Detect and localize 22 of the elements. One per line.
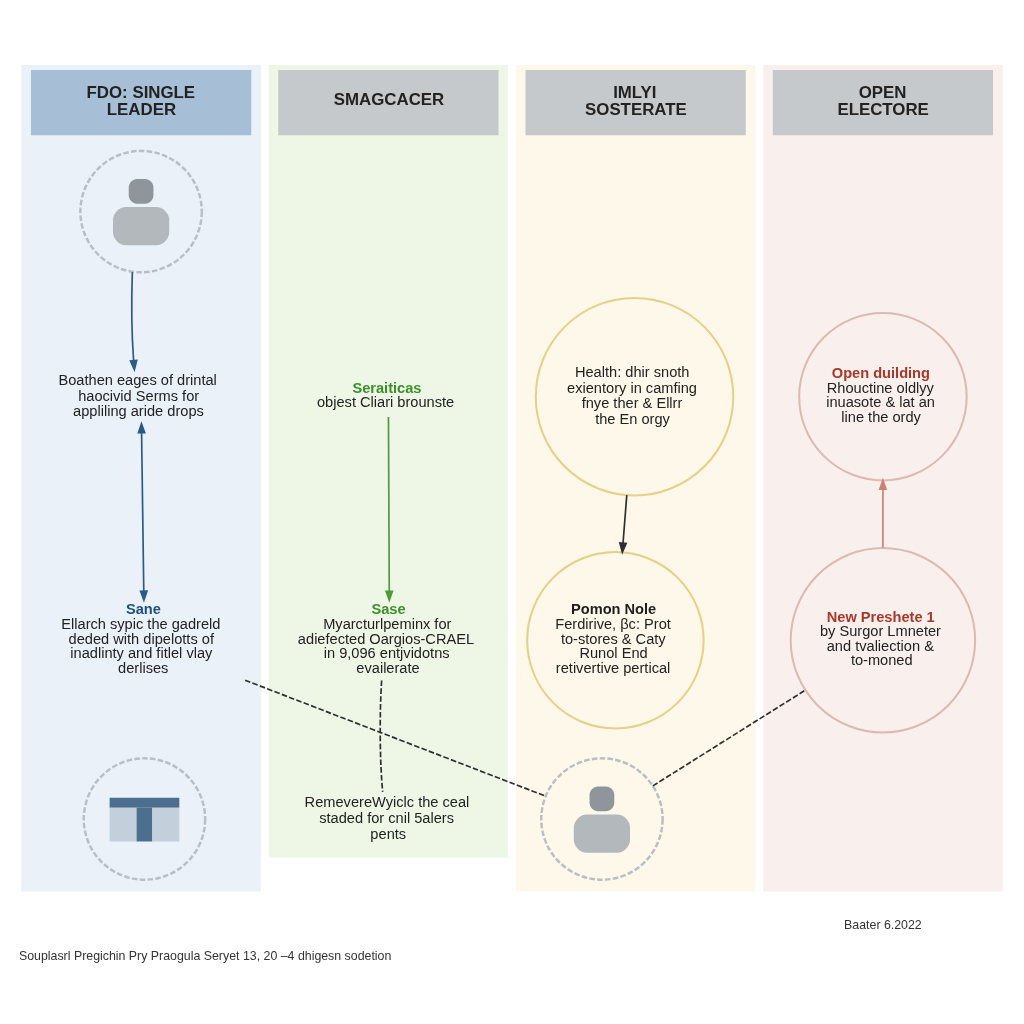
arrow: [137, 420, 149, 603]
connector: [244, 678, 547, 797]
node-picture: [82, 756, 207, 881]
node-text: Seraiticas objest Cliari brounste: [316, 379, 455, 410]
node-circle: Open duilding Rhouctine oldlyy inuasote & lat an line the ordy: [798, 311, 968, 481]
connector: [379, 679, 384, 793]
caption: Souplasrl Pregichin Pry Praogula Seryet 13, 20 –4 dhigesn sodetion: [18, 948, 392, 963]
arrow: [878, 477, 888, 549]
arrow: [129, 270, 138, 372]
label: Baater 6.2022: [844, 917, 922, 932]
node-circle: Health: dhir snoth exientory in camfing fnye ther & Ellrr the En orgy: [534, 296, 735, 496]
node-text: Sane Ellarch sypic the gadreld deded with dipelotts of inadlinty and fitlel vlay derlises: [61, 600, 221, 676]
node-text: Boathen eages of drintal haocivid Serms for appliling aride drops: [58, 371, 217, 419]
arrow: [384, 415, 394, 603]
node-text: RemevereWyiclc the ceal staded for cnil 5alers pents: [304, 793, 470, 842]
arrow: [618, 493, 628, 555]
node-person: [79, 149, 203, 274]
node-circle: Pomon Nole Ferdirive, βc: Prot to-stores & Caty Runol End retivertive pertical: [526, 550, 705, 729]
node-person: [540, 756, 664, 881]
node-circle: New Preshete 1 by Surgor Lmneter and tvaliection & to-moned: [789, 546, 977, 733]
node-text: Sase Myarcturlpeminx for adiefected Oargios-CRAEL in 9,096 entjvidotns evailerate: [297, 600, 475, 676]
connector: [652, 689, 806, 787]
